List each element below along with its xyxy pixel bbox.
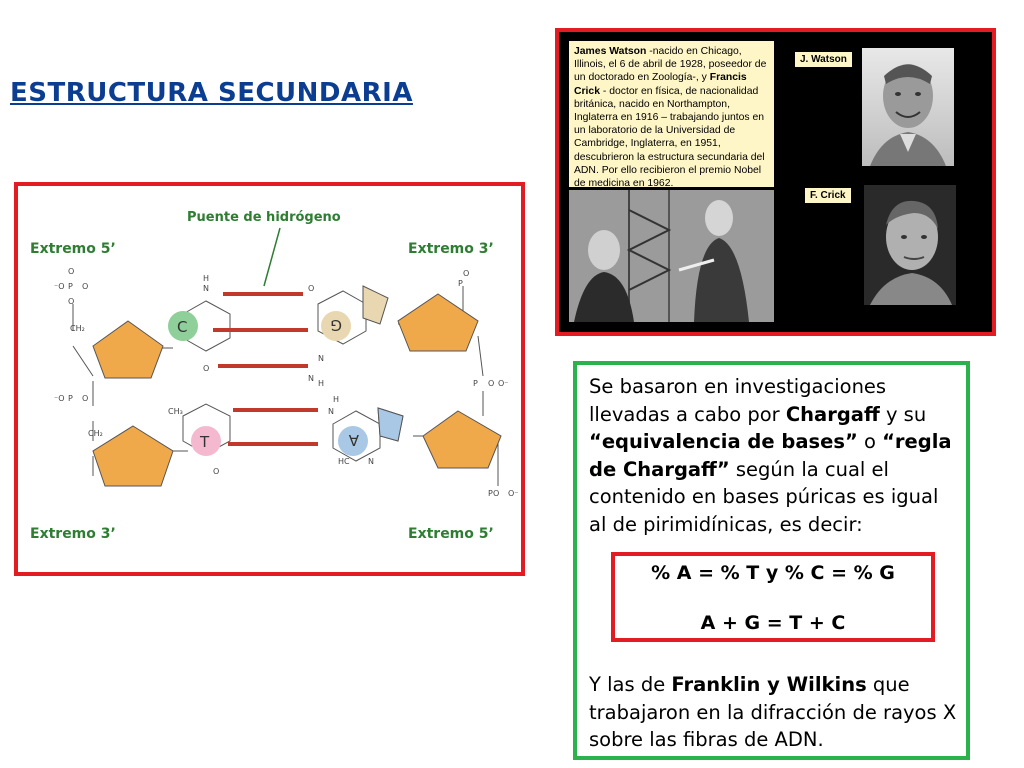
svg-text:P: P [488, 489, 493, 498]
svg-text:CH₃: CH₃ [168, 407, 183, 416]
franklin-wilkins-paragraph: Y las de Franklin y Wilkins que trabajar… [589, 671, 961, 754]
svg-text:CH₂: CH₂ [70, 324, 85, 333]
hydrogen-bond-label: Puente de hidrógeno [187, 210, 341, 225]
page-title: ESTRUCTURA SECUNDARIA [10, 78, 413, 108]
svg-text:CH₂: CH₂ [88, 429, 103, 438]
crick-portrait [864, 185, 956, 305]
svg-text:O: O [308, 284, 314, 293]
adenine-letter: A [348, 431, 359, 449]
p1-text-b: y su [879, 402, 927, 426]
formula-sum: A + G = T + C [700, 612, 846, 634]
svg-text:O⁻: O⁻ [508, 489, 519, 498]
cytosine-base [168, 311, 198, 341]
svg-text:N: N [318, 354, 324, 363]
sugar-bottom-left [92, 425, 174, 487]
guanine-letter: G [330, 316, 342, 334]
label-bottom-left-end: Extremo 3’ [30, 526, 116, 542]
chargaff-paragraph: Se basaron en investigaciones llevadas a… [589, 373, 961, 538]
label-top-right-end: Extremo 3’ [408, 241, 494, 257]
svg-text:HC: HC [338, 457, 350, 466]
chargaff-name: Chargaff [785, 402, 880, 426]
svg-text:O: O [82, 282, 88, 291]
thymine-letter: T [199, 433, 210, 451]
svg-text:O: O [213, 467, 219, 476]
bio-text-2: - doctor en física, de nacionalidad brit… [574, 85, 765, 190]
svg-text:N: N [368, 457, 374, 466]
p1-text-d: según la cual el contenido en bases púri… [589, 457, 939, 536]
hydrogen-bond-pointer [263, 227, 281, 287]
guanine-base [321, 311, 351, 341]
bio-name-crick: Francis Crick [574, 72, 747, 97]
bio-name-watson: James Watson [574, 46, 647, 57]
svg-text:P: P [68, 282, 73, 291]
p1-text-c: o [857, 430, 883, 453]
svg-text:O⁻: O⁻ [498, 379, 509, 388]
watson-crick-bio: James Watson -nacido en Chicago, Illinoi… [569, 41, 774, 190]
svg-text:⁻O: ⁻O [54, 394, 65, 403]
watson-tag: J. Watson [795, 52, 852, 67]
svg-text:O: O [68, 297, 74, 306]
franklin-wilkins-names: Franklin y Wilkins [671, 673, 867, 696]
svg-text:P: P [68, 394, 73, 403]
svg-text:N: N [203, 284, 209, 293]
svg-text:P: P [458, 279, 463, 288]
lab-photo [569, 190, 774, 322]
watson-portrait [862, 48, 954, 166]
crick-tag: F. Crick [805, 188, 851, 203]
equivalencia-de-bases: “equivalencia de bases” [589, 430, 858, 453]
svg-text:N: N [308, 374, 314, 383]
svg-text:O: O [493, 489, 499, 498]
bio-text-1: -nacido en Chicago, Illinois, el 6 de ab… [574, 46, 767, 84]
chargaff-text-panel: Se basaron en investigaciones llevadas a… [573, 361, 970, 760]
adenine-base [338, 426, 368, 456]
svg-text:H: H [318, 379, 324, 388]
svg-text:O: O [203, 364, 209, 373]
svg-text:N: N [328, 407, 334, 416]
hydrogen-bonds [213, 292, 318, 446]
svg-text:H: H [203, 274, 209, 283]
sugar-top-left [92, 320, 164, 379]
svg-text:O: O [463, 269, 469, 278]
label-top-left-end: Extremo 5’ [30, 241, 116, 257]
cytosine-letter: C [177, 318, 187, 336]
watson-crick-photo-panel: James Watson -nacido en Chicago, Illinoi… [555, 28, 996, 336]
svg-text:O: O [488, 379, 494, 388]
regla-de-chargaff: “regla de Chargaff” [589, 430, 952, 481]
formula-percent: % A = % T y % C = % G [651, 562, 895, 584]
svg-text:P: P [473, 379, 478, 388]
p2-text-a: Y las de [589, 673, 672, 696]
svg-text:H: H [333, 395, 339, 404]
sugar-top-right [397, 293, 479, 352]
svg-text:⁻O: ⁻O [54, 282, 65, 291]
chargaff-formula-box: % A = % T y % C = % G A + G = T + C [611, 552, 935, 642]
thymine-base [191, 426, 221, 456]
p1-text-a: Se basaron en investigaciones llevadas a… [589, 375, 887, 426]
svg-text:O: O [82, 394, 88, 403]
sugar-bottom-right [422, 410, 502, 469]
p2-text-b: que trabajaron en la difracción de rayos… [589, 673, 957, 751]
svg-text:O: O [68, 267, 74, 276]
label-bottom-right-end: Extremo 5’ [408, 526, 494, 542]
